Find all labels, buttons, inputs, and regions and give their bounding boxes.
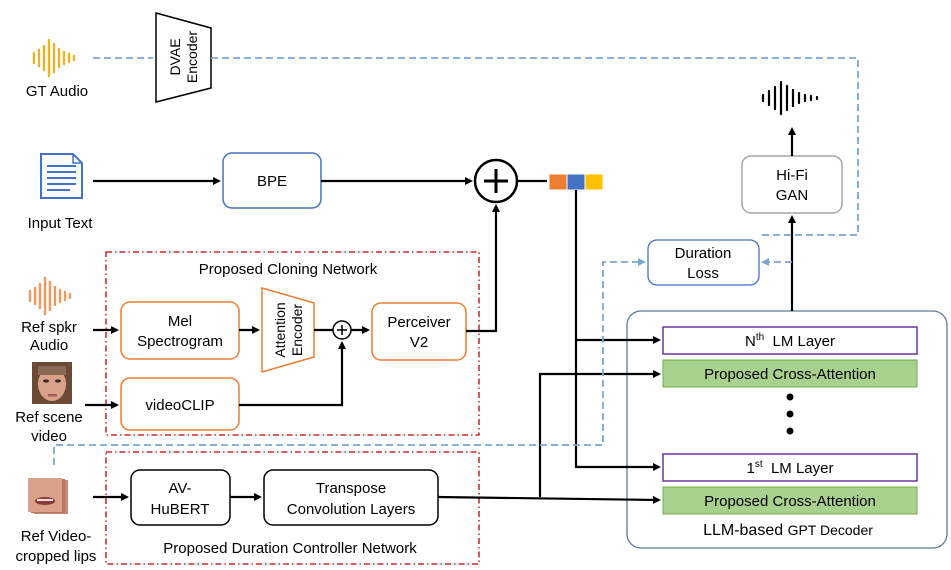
mel-label-1: Mel xyxy=(168,313,192,330)
avhubert-label-1: AV- xyxy=(168,480,191,497)
nth-lm-layer-label: Nth LM Layer xyxy=(745,332,835,350)
cloning-network-group xyxy=(105,251,480,436)
gt-audio-label: GT Audio xyxy=(26,83,88,100)
videoclip-label: videoCLIP xyxy=(145,397,214,414)
ref-scene-video-thumbnail xyxy=(32,362,72,404)
hifigan-label-2: GAN xyxy=(776,187,809,204)
duration-network-title: Proposed Duration Controller Network xyxy=(163,540,417,557)
nth-lm-layer-block xyxy=(662,326,918,355)
duration-network-group xyxy=(105,451,480,565)
perceiver-label-1: Perceiver xyxy=(387,314,450,331)
duration-loss-label-1: Duration xyxy=(675,245,732,262)
small-sum-operator-icon xyxy=(332,320,352,340)
dvae-encoder-label-1: DVAE xyxy=(167,38,183,75)
ref-scene-video-label-2: video xyxy=(31,428,67,445)
document-icon xyxy=(40,153,83,199)
transpose-conv-label-2: Convolution Layers xyxy=(287,501,415,518)
duration-loss-block xyxy=(647,239,760,286)
sum-operator-icon xyxy=(473,158,519,204)
avhubert-label-2: HuBERT xyxy=(151,501,210,518)
first-lm-layer-label: 1st LM Layer xyxy=(747,459,834,477)
ref-speaker-audio-label-2: Audio xyxy=(30,337,68,354)
attention-encoder-block xyxy=(261,287,315,373)
ref-speaker-waveform-icon xyxy=(28,276,72,316)
mel-spectrogram-block xyxy=(120,301,240,360)
hifigan-block xyxy=(741,155,843,214)
mel-label-2: Spectrogram xyxy=(137,333,223,350)
bpe-label: BPE xyxy=(257,173,287,190)
blue-dashed-lines xyxy=(53,57,859,465)
first-lm-layer-block xyxy=(662,453,918,482)
hifigan-label-1: Hi-Fi xyxy=(776,167,808,184)
ellipsis-dots xyxy=(786,393,794,435)
cloning-network-title: Proposed Cloning Network xyxy=(199,261,378,278)
attention-encoder-label-2: Encoder xyxy=(289,304,305,356)
token-blue xyxy=(566,173,586,191)
ref-video-lips-label-2: cropped lips xyxy=(16,548,97,565)
ref-scene-video-label-1: Ref scene xyxy=(15,409,83,426)
token-orange xyxy=(548,173,568,191)
cross-attention-bottom-label: Proposed Cross-Attention xyxy=(704,493,876,510)
duration-loss-label-2: Loss xyxy=(687,265,719,282)
output-waveform-icon xyxy=(761,80,819,116)
perceiver-label-2: V2 xyxy=(410,334,428,351)
gpt-decoder-container xyxy=(626,310,948,549)
gt-audio-waveform-icon xyxy=(32,38,76,78)
dvae-encoder-label-2: Encoder xyxy=(184,31,200,83)
black-arrows xyxy=(85,127,796,504)
ref-lips-thumbnail xyxy=(28,478,68,514)
gpt-decoder-title: LLM-based GPT Decoder xyxy=(703,522,873,539)
cross-attention-top-label: Proposed Cross-Attention xyxy=(704,366,876,383)
input-text-label: Input Text xyxy=(28,215,94,232)
transpose-conv-label-1: Transpose xyxy=(316,480,386,497)
cross-attention-top-block xyxy=(662,359,918,388)
perceiver-block xyxy=(371,302,467,361)
ref-video-lips-label-1: Ref Video- xyxy=(21,528,92,545)
token-yellow xyxy=(584,173,604,191)
cross-attention-bottom-block xyxy=(662,486,918,515)
attention-encoder-label-1: Attention xyxy=(272,302,288,357)
dvae-encoder-block xyxy=(155,12,212,103)
ref-speaker-audio-label-1: Ref spkr xyxy=(21,319,77,336)
